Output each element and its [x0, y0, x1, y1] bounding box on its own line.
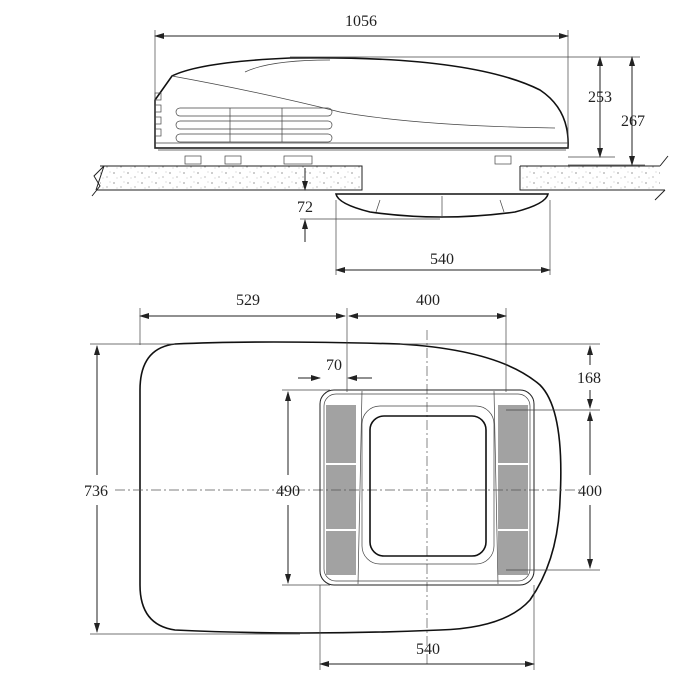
side-view: 1056 253 267 72 540 — [91, 13, 669, 275]
top-view: 529 400 70 168 400 736 490 540 — [84, 292, 602, 670]
dim-opening-width: 400 — [578, 483, 602, 500]
ceiling-unit-side — [335, 193, 549, 218]
dim-interior-width-side: 540 — [430, 251, 454, 268]
dim-overall-length: 1056 — [345, 13, 377, 30]
dim-rear-offset: 529 — [236, 292, 260, 309]
roof-slab — [91, 155, 669, 201]
dim-interior-length: 490 — [276, 483, 300, 500]
dim-overall-width: 736 — [84, 483, 108, 500]
dim-grille-offset: 70 — [326, 357, 342, 374]
ceiling-unit-top — [319, 389, 535, 586]
rooftop-unit-side — [154, 56, 569, 165]
dim-interior-width-top: 540 — [416, 641, 440, 658]
dim-opening-length: 400 — [416, 292, 440, 309]
dim-total-height: 267 — [621, 113, 645, 130]
dim-unit-height: 253 — [588, 89, 612, 106]
dim-front-offset: 168 — [577, 370, 601, 387]
dim-interior-depth: 72 — [297, 199, 313, 216]
